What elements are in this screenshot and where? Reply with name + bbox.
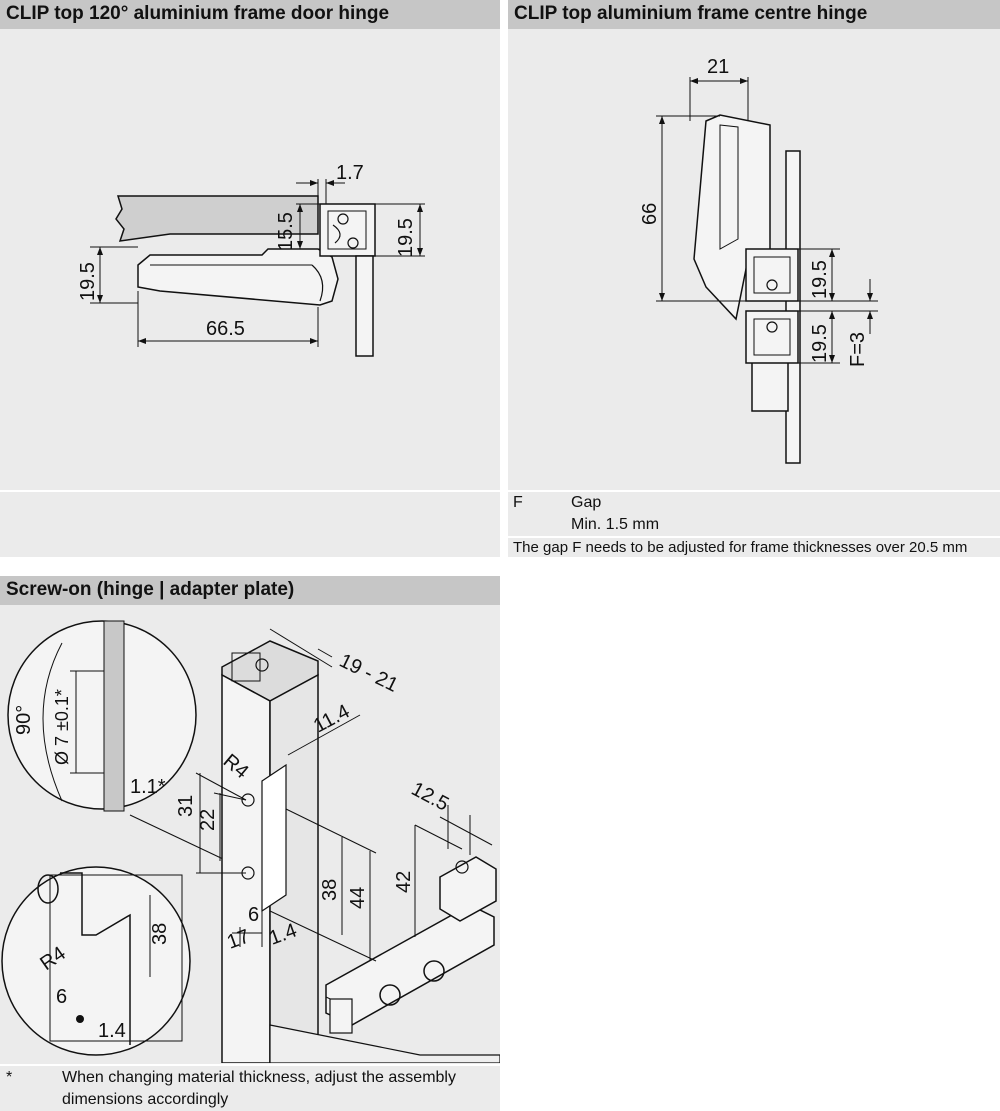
hinge-arm-screw — [455, 860, 469, 874]
legend-divider — [508, 536, 1000, 538]
frame-screw-channel — [766, 279, 778, 291]
centre-hinge-legend-bg — [508, 492, 1000, 557]
frame-post-slot — [261, 763, 287, 913]
dim-detail-1-4: 1.4 — [98, 1020, 126, 1042]
frame-profile-lower-inner — [753, 318, 791, 356]
screw-on-drawing: 90° Ø 7 ±0.1* 1.1* R4 6 1.4 38 19 — [0, 605, 500, 1063]
centre-hinge-title: CLIP top aluminium frame centre hinge — [508, 0, 1000, 29]
hinge-arm-shape — [439, 856, 497, 922]
adapter-plate-screw — [423, 960, 445, 982]
dim-90-deg: 90° — [13, 705, 35, 735]
dim-19-5-lower: 19.5 — [809, 324, 831, 363]
legend-term-gap: Gap — [571, 494, 602, 511]
frame-clip-curve — [332, 224, 341, 244]
frame-profile-lower — [745, 310, 799, 364]
hinge-arm-curve — [311, 264, 324, 302]
door-panel-shape — [355, 255, 374, 357]
door-hinge-drawing: 1.7 15.5 19.5 19.5 66.5 — [0, 29, 500, 489]
door-hinge-divider — [0, 490, 500, 492]
centre-hinge-drawing: 21 66 19.5 19.5 F=3 — [508, 29, 1000, 489]
frame-post-screw-channel — [255, 658, 269, 672]
detail-slot-frame — [49, 874, 183, 1042]
dim-66-5: 66.5 — [206, 318, 245, 340]
dim-44: 44 — [347, 887, 369, 909]
dim-diameter-7: Ø 7 ±0.1* — [52, 689, 72, 765]
frame-profile-upper-inner — [753, 256, 791, 294]
frame-bottom-rail — [269, 1024, 500, 1063]
frame-screw-channel — [337, 213, 349, 225]
screw-on-title: Screw-on (hinge | adapter plate) — [0, 576, 500, 605]
detail-angle-arc — [42, 642, 63, 802]
hinge-inner-shape — [719, 124, 739, 250]
frame-screw-channel — [766, 321, 778, 333]
dim-1-7: 1.7 — [336, 162, 364, 184]
centre-hinge-note: The gap F needs to be adjusted for frame… — [513, 539, 968, 556]
frame-post-channel — [231, 652, 261, 682]
footnote-text: When changing material thickness, adjust… — [62, 1069, 456, 1108]
dimension-lines — [195, 628, 493, 962]
dim-19-5-frame: 19.5 — [395, 218, 417, 257]
dim-22: 22 — [197, 809, 219, 831]
dim-19-5-upper: 19.5 — [809, 260, 831, 299]
dim-19-21: 19 - 21 — [336, 650, 402, 697]
dim-66: 66 — [639, 203, 661, 225]
dim-f-3: F=3 — [847, 332, 869, 367]
dim-42: 42 — [393, 871, 415, 893]
screw-on-divider — [0, 1064, 500, 1066]
adapter-plate-clip — [329, 998, 353, 1034]
dimension-lines — [656, 77, 878, 364]
footnote-symbol: * — [6, 1069, 13, 1086]
dim-detail-38: 38 — [149, 923, 171, 945]
dim-15-5: 15.5 — [275, 212, 297, 251]
detail-circle-bore — [7, 620, 197, 810]
legend-value-min: Min. 1.5 mm — [571, 516, 660, 533]
dim-detail-6: 6 — [56, 986, 67, 1008]
screw-hole-upper — [241, 793, 255, 807]
legend-symbol-f: F — [513, 494, 523, 511]
dim-21: 21 — [707, 56, 729, 78]
detail-frame-section — [103, 620, 125, 812]
dim-19-5-hinge: 19.5 — [77, 262, 99, 301]
screw-on-footnote-bg — [0, 1066, 500, 1111]
door-hinge-title: CLIP top 120° aluminium frame door hinge — [0, 0, 500, 29]
dim-38: 38 — [319, 879, 341, 901]
dimension-arrows — [659, 78, 873, 363]
dim-6: 6 — [248, 904, 259, 926]
dimension-arrows — [97, 180, 423, 344]
frame-profile-upper — [745, 248, 799, 302]
hinge-body-shape — [137, 248, 339, 306]
dim-12-5: 12.5 — [408, 778, 453, 816]
detail-reference-dot — [76, 1015, 84, 1023]
frame-post-front — [221, 673, 271, 1063]
detail-bore-hole — [37, 874, 59, 904]
dim-1-1: 1.1* — [130, 776, 166, 798]
cabinet-side-shape — [115, 195, 319, 242]
dimension-lines — [90, 179, 425, 347]
dim-31: 31 — [175, 795, 197, 817]
frame-profile-inner — [327, 210, 367, 250]
detail-circle-slot — [1, 866, 191, 1056]
frame-screw-channel — [347, 237, 359, 249]
door-panel-shape — [785, 150, 801, 464]
detail-slot-outline — [60, 872, 131, 1045]
adapter-plate-screw — [379, 984, 401, 1006]
